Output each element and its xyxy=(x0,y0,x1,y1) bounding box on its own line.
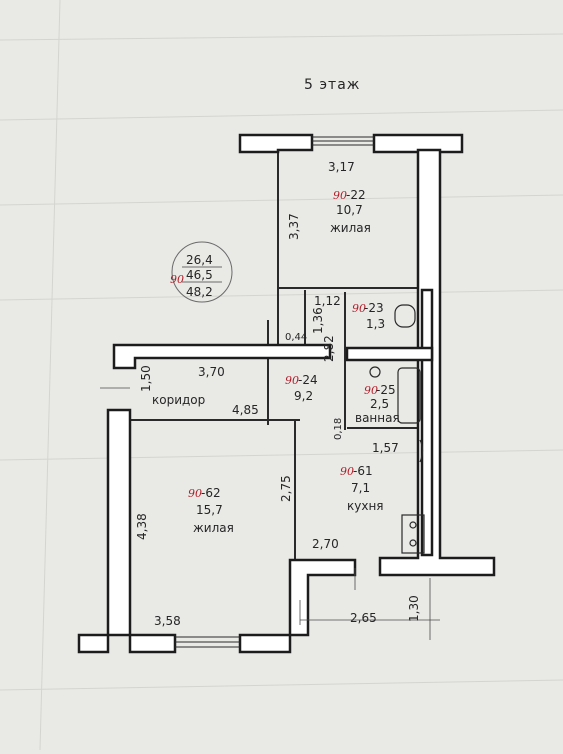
svg-text:-61: -61 xyxy=(353,464,373,478)
dimension-lines xyxy=(100,387,440,640)
svg-text:жилая: жилая xyxy=(193,521,234,535)
room-22: 90 -22 10,7 жилая xyxy=(330,188,371,235)
dim-4-38: 4,38 xyxy=(135,513,149,540)
dim-4-85: 4,85 xyxy=(232,403,259,417)
summary-value-c: 48,2 xyxy=(186,285,213,299)
svg-text:1,3: 1,3 xyxy=(366,317,385,331)
dim-2-75: 2,75 xyxy=(279,475,293,502)
svg-text:кухня: кухня xyxy=(347,499,384,513)
svg-text:жилая: жилая xyxy=(330,221,371,235)
stove-icon xyxy=(401,514,425,554)
dim-0-18: 0,18 xyxy=(333,418,344,440)
dimension-labels: 3,17 3,37 1,12 1,36 0,44 2,82 3,70 1,50 … xyxy=(135,160,421,628)
windows xyxy=(175,136,374,648)
svg-text:ванная: ванная xyxy=(355,411,400,425)
room-24: 90 -24 9,2 коридор xyxy=(152,373,318,407)
dim-2-82: 2,82 xyxy=(322,335,336,362)
summary-value-b: 46,5 xyxy=(186,268,213,282)
svg-text:2,5: 2,5 xyxy=(370,397,389,411)
sink-icon xyxy=(369,366,381,378)
svg-text:90: 90 xyxy=(285,374,299,387)
summary-value-a: 26,4 xyxy=(186,253,213,267)
fixtures xyxy=(369,304,425,554)
svg-text:90: 90 xyxy=(188,487,202,500)
svg-text:90: 90 xyxy=(352,302,366,315)
dim-3-70: 3,70 xyxy=(198,365,225,379)
floor-label: 5 этаж xyxy=(304,77,360,93)
room-62: 90 -62 15,7 жилая xyxy=(188,486,234,535)
dim-3-58: 3,58 xyxy=(154,614,181,628)
dim-2-65: 2,65 xyxy=(350,611,377,625)
dim-1-50: 1,50 xyxy=(139,365,153,392)
dim-1-12: 1,12 xyxy=(314,294,341,308)
dim-1-36: 1,36 xyxy=(311,307,325,334)
svg-text:-25: -25 xyxy=(376,383,396,397)
dim-0-44: 0,44 xyxy=(285,332,307,343)
bathtub-icon xyxy=(397,367,421,424)
outer-walls xyxy=(77,133,496,654)
svg-text:-23: -23 xyxy=(364,301,384,315)
summary-prefix: 90 xyxy=(170,273,184,286)
dim-3-37: 3,37 xyxy=(287,213,301,240)
svg-text:9,2: 9,2 xyxy=(294,389,313,403)
svg-text:-24: -24 xyxy=(298,373,318,387)
svg-text:-22: -22 xyxy=(346,188,366,202)
dim-2-70: 2,70 xyxy=(312,537,339,551)
dim-1-57: 1,57 xyxy=(372,441,399,455)
svg-text:7,1: 7,1 xyxy=(351,481,370,495)
svg-text:15,7: 15,7 xyxy=(196,503,223,517)
svg-text:90: 90 xyxy=(364,384,378,397)
svg-text:90: 90 xyxy=(340,465,354,478)
svg-text:90: 90 xyxy=(333,189,347,202)
toilet-icon xyxy=(394,304,416,328)
room-25: 90 -25 2,5 ванная xyxy=(355,383,400,425)
dim-3-17: 3,17 xyxy=(328,160,355,174)
svg-text:-62: -62 xyxy=(201,486,221,500)
apartment-summary: 90 26,4 46,5 48,2 xyxy=(170,241,233,303)
svg-text:10,7: 10,7 xyxy=(336,203,363,217)
dim-1-30: 1,30 xyxy=(407,595,421,622)
room-61: 90 -61 7,1 кухня xyxy=(340,464,384,513)
svg-text:коридор: коридор xyxy=(152,393,205,407)
room-23: 90 -23 1,3 xyxy=(352,301,385,331)
